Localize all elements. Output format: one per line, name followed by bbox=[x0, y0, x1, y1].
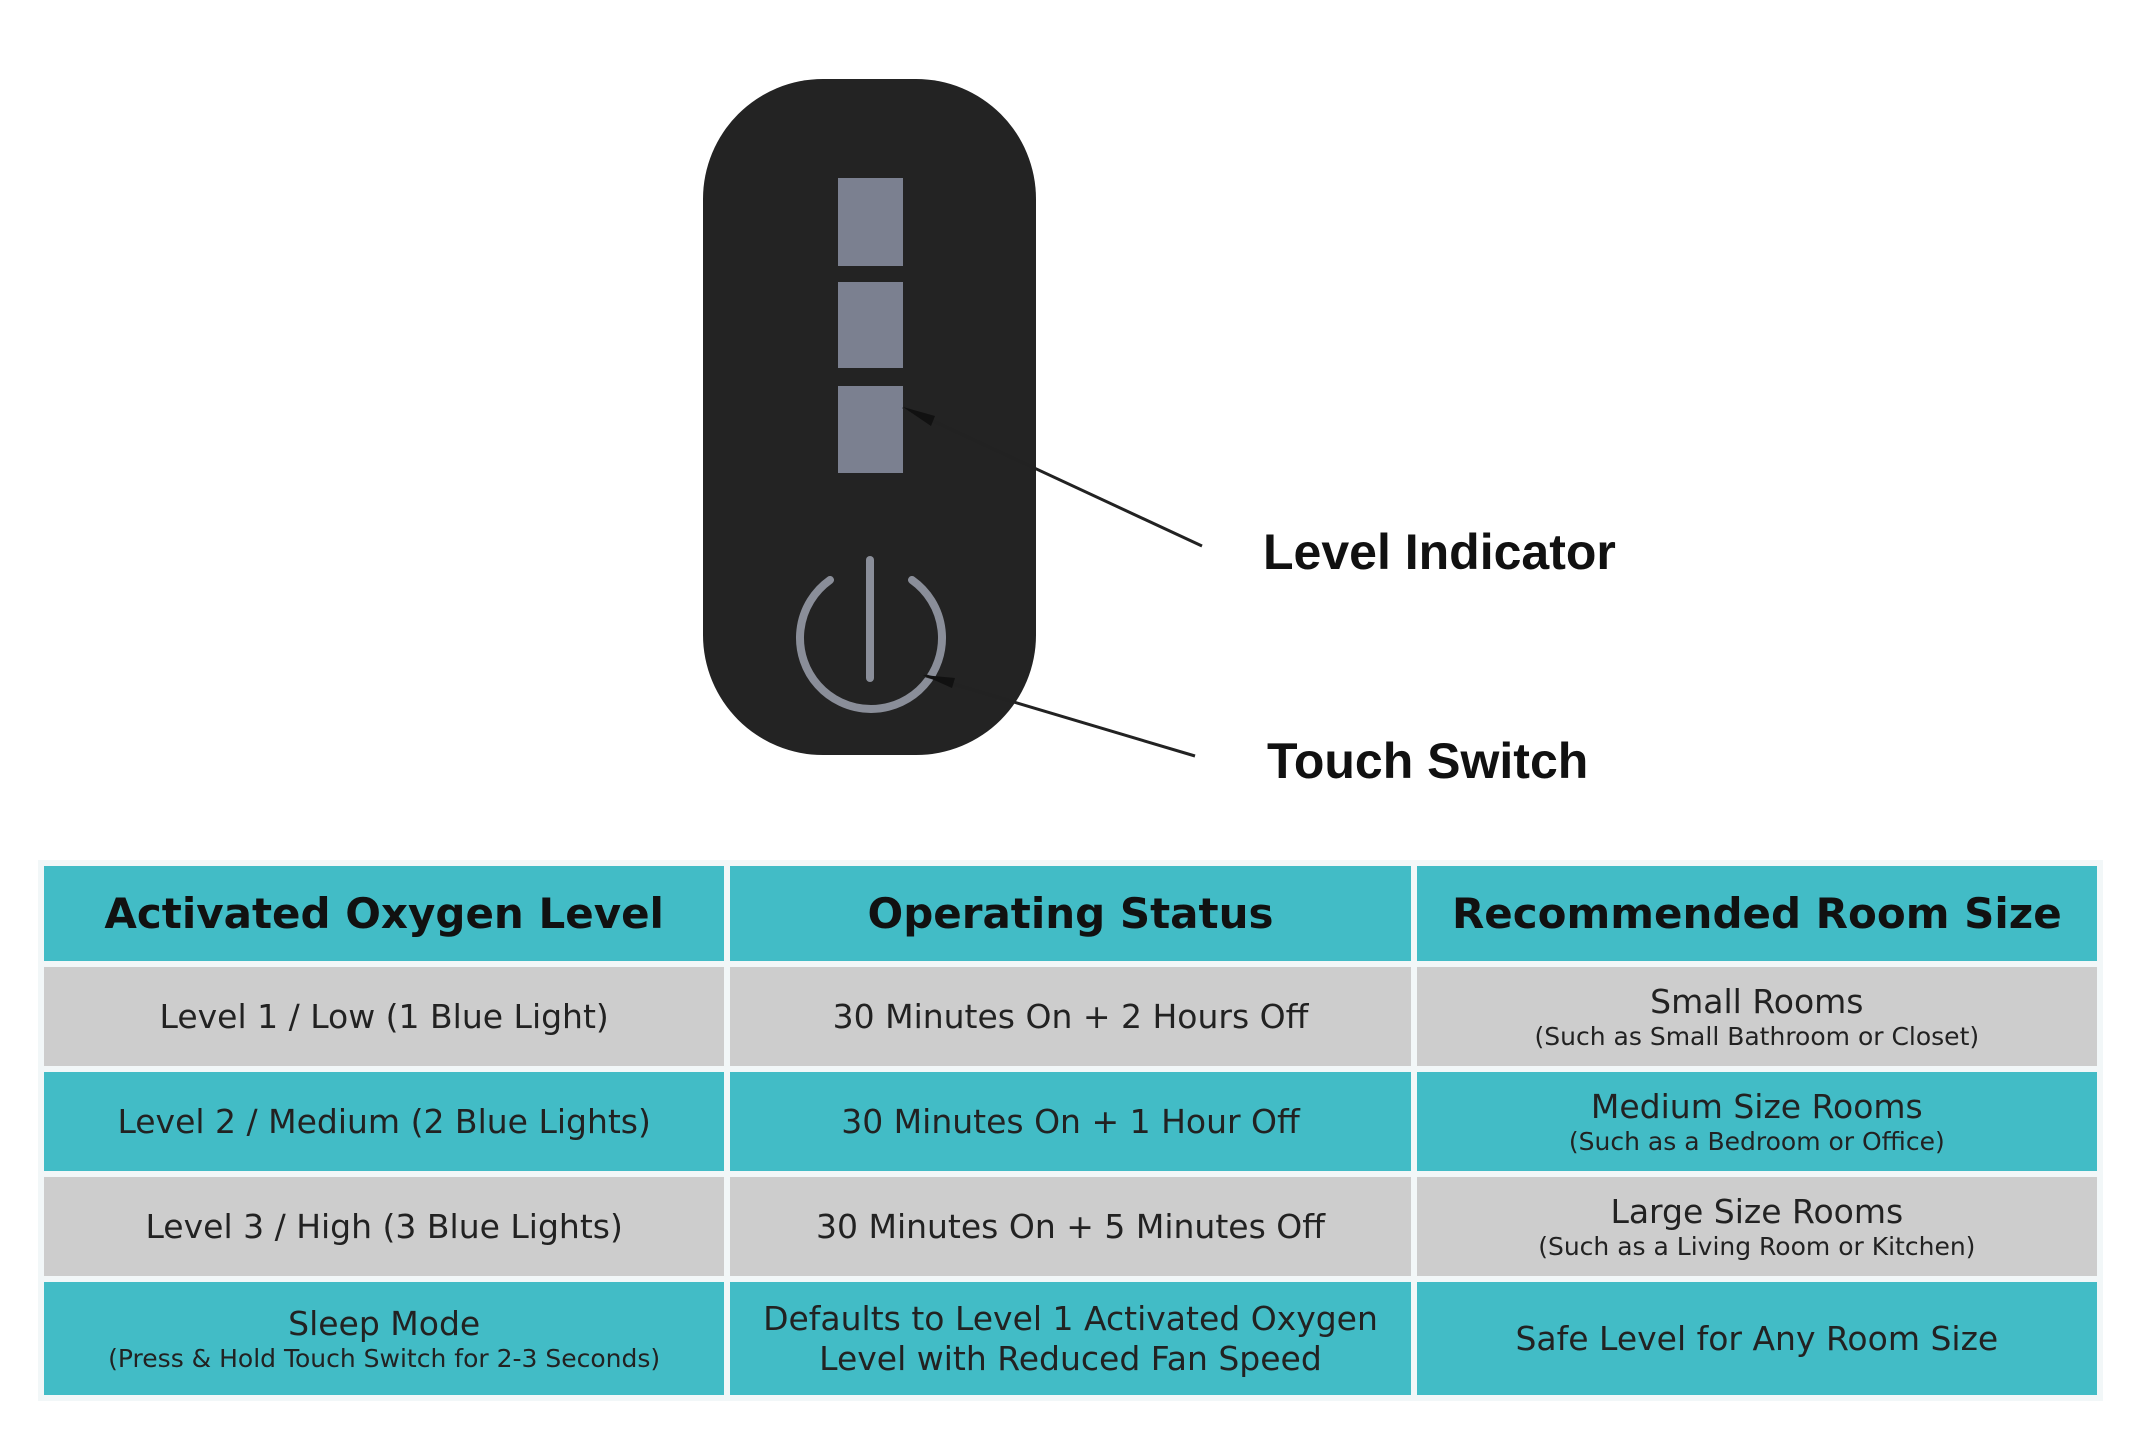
table-row: Level 1 / Low (1 Blue Light) 30 Minutes … bbox=[37, 960, 2104, 1073]
sleep-mode-note: (Press & Hold Touch Switch for 2-3 Secon… bbox=[108, 1343, 661, 1373]
leader-lines bbox=[902, 405, 1203, 758]
header-room-size: Recommended Room Size bbox=[1410, 860, 2104, 967]
table-row: Level 2 / Medium (2 Blue Lights) 30 Minu… bbox=[37, 1066, 2104, 1178]
cell-level: Level 1 / Low (1 Blue Light) bbox=[37, 960, 731, 1073]
power-icon[interactable] bbox=[796, 556, 946, 713]
status-line-2: Level with Reduced Fan Speed bbox=[819, 1338, 1322, 1378]
room-note: (Such as a Living Room or Kitchen) bbox=[1538, 1231, 1976, 1261]
arrowhead-icon bbox=[923, 675, 955, 688]
status-line-1: Defaults to Level 1 Activated Oxygen bbox=[763, 1298, 1378, 1338]
table-row: Level 3 / High (3 Blue Lights) 30 Minute… bbox=[37, 1171, 2104, 1283]
table-row: Sleep Mode(Press & Hold Touch Switch for… bbox=[37, 1276, 2104, 1401]
cell-level: Sleep Mode(Press & Hold Touch Switch for… bbox=[37, 1276, 731, 1401]
cell-status: 30 Minutes On + 2 Hours Off bbox=[724, 960, 1417, 1073]
cell-level: Level 3 / High (3 Blue Lights) bbox=[37, 1171, 731, 1283]
header-operating-status: Operating Status bbox=[724, 860, 1417, 967]
level-indicator-light-3 bbox=[838, 178, 903, 266]
table-header-row: Activated Oxygen Level Operating Status … bbox=[37, 860, 2104, 967]
room-size: Medium Size Rooms bbox=[1590, 1086, 1923, 1126]
room-size: Small Rooms bbox=[1650, 981, 1864, 1021]
arrowhead-icon bbox=[903, 407, 935, 426]
cell-room: Small Rooms(Such as Small Bathroom or Cl… bbox=[1410, 960, 2104, 1073]
callout-lines bbox=[796, 405, 1203, 758]
level-indicator-light-2 bbox=[838, 282, 903, 368]
sleep-mode: Sleep Mode bbox=[288, 1303, 481, 1343]
oxygen-level-table: Activated Oxygen Level Operating Status … bbox=[37, 860, 2104, 1401]
level-indicator-label: Level Indicator bbox=[1263, 524, 1616, 580]
room-note: (Such as a Bedroom or Office) bbox=[1568, 1126, 1945, 1156]
cell-status: 30 Minutes On + 1 Hour Off bbox=[724, 1066, 1417, 1178]
header-oxygen-level: Activated Oxygen Level bbox=[37, 860, 731, 967]
cell-level: Level 2 / Medium (2 Blue Lights) bbox=[37, 1066, 731, 1178]
level-indicator-light-1 bbox=[838, 386, 903, 473]
room-size: Large Size Rooms bbox=[1610, 1191, 1904, 1231]
cell-room: Large Size Rooms(Such as a Living Room o… bbox=[1410, 1171, 2104, 1283]
touch-switch-label: Touch Switch bbox=[1267, 733, 1589, 789]
cell-room: Safe Level for Any Room Size bbox=[1410, 1276, 2104, 1401]
room-note: (Such as Small Bathroom or Closet) bbox=[1534, 1021, 1980, 1051]
cell-status: 30 Minutes On + 5 Minutes Off bbox=[724, 1171, 1417, 1283]
cell-room: Medium Size Rooms(Such as a Bedroom or O… bbox=[1410, 1066, 2104, 1178]
